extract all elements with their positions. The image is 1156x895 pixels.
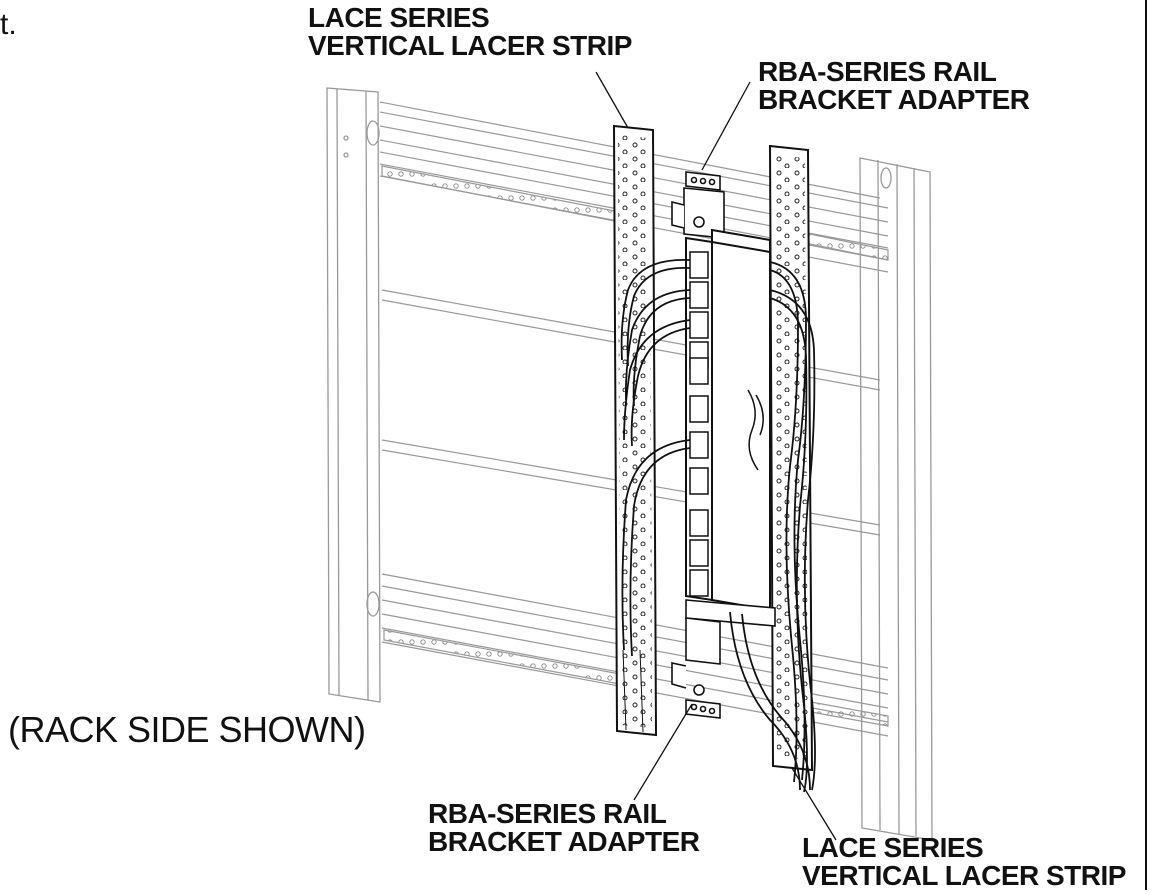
left-lacer-strip bbox=[612, 124, 658, 737]
callout-top-right: RBA-SERIES RAIL BRACKET ADAPTER bbox=[758, 56, 1030, 115]
callout-bottom-right: LACE SERIES VERTICAL LACER STRIP bbox=[802, 834, 1126, 890]
callout-top-left: LACE SERIES VERTICAL LACER STRIP bbox=[308, 4, 632, 60]
right-rack-upright bbox=[859, 157, 933, 841]
fragment-text: t. bbox=[0, 8, 17, 41]
logo-mark bbox=[747, 389, 764, 471]
leader-bottom-right bbox=[791, 767, 837, 841]
leader-top-left bbox=[595, 71, 629, 129]
left-rack-upright bbox=[326, 87, 381, 703]
bottom-bracket-adapter bbox=[671, 599, 776, 719]
callout-top-left-line2: VERTICAL LACER STRIP bbox=[308, 30, 632, 61]
callout-bottom-left-line2: BRACKET ADAPTER bbox=[428, 826, 700, 857]
callout-bottom-left-line1: RBA-SERIES RAIL bbox=[428, 798, 667, 829]
callout-top-right-line1: RBA-SERIES RAIL bbox=[758, 56, 997, 87]
outlets bbox=[689, 251, 709, 597]
leader-lines bbox=[595, 71, 837, 841]
caption-rack-side: (RACK SIDE SHOWN) bbox=[8, 709, 366, 750]
callout-top-right-line2: BRACKET ADAPTER bbox=[758, 84, 1030, 115]
callout-bottom-right-line1: LACE SERIES bbox=[802, 832, 984, 863]
callout-bottom-left: RBA-SERIES RAIL BRACKET ADAPTER bbox=[428, 798, 700, 857]
right-cables bbox=[729, 261, 816, 793]
left-cables bbox=[620, 259, 691, 657]
callout-top-left-line1: LACE SERIES bbox=[308, 2, 490, 33]
leader-bottom-left bbox=[633, 703, 693, 801]
top-bracket-adapter bbox=[671, 171, 725, 239]
callout-bottom-right-line2: VERTICAL LACER STRIP bbox=[802, 860, 1126, 891]
leader-top-right bbox=[701, 81, 751, 171]
